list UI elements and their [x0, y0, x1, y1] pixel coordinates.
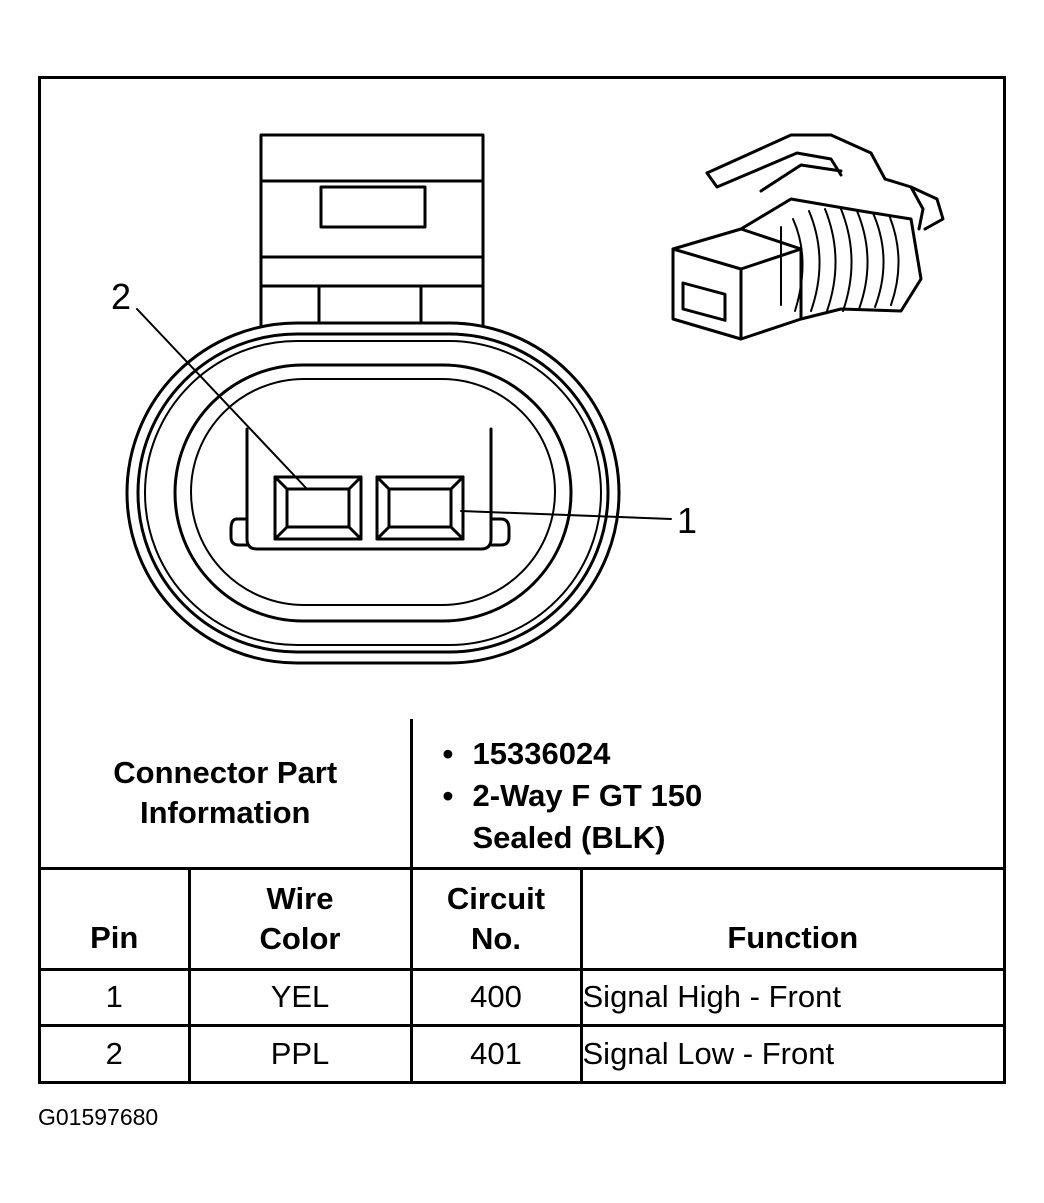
header-circuit-no: Circuit No.	[409, 870, 583, 971]
circuit-no-cell: 400	[409, 967, 583, 1027]
wire-color-cell: PPL	[187, 1023, 413, 1081]
connector-part-information-label: Connector Part Information	[41, 719, 413, 870]
pin-cell: 1	[41, 967, 191, 1027]
table-row: 2 PPL 401 Signal Low - Front	[41, 1023, 1003, 1081]
diagram-frame: 2 1 Connector Part Information 15336024 …	[38, 76, 1006, 1084]
terminal-2	[273, 475, 363, 541]
table-row: 1 YEL 400 Signal High - Front	[41, 967, 1003, 1027]
connector-part-information-table: Connector Part Information 15336024 2-Wa…	[41, 719, 1003, 870]
connector-description: 2-Way F GT 150 Sealed (BLK)	[443, 775, 763, 859]
leader-line-pin-2	[136, 308, 308, 490]
connector-isometric-view	[671, 133, 945, 341]
connector-drawing-area: 2 1	[41, 79, 1003, 719]
pin-cell: 2	[41, 1023, 191, 1081]
circuit-no-cell: 401	[409, 1023, 583, 1081]
connector-housing	[125, 321, 621, 665]
leader-line-pin-1	[460, 510, 672, 520]
figure-id: G01597680	[38, 1104, 159, 1130]
terminal-1	[375, 475, 465, 541]
part-number: 15336024	[443, 733, 1004, 775]
header-function: Function	[579, 870, 1003, 971]
locking-tab	[259, 133, 485, 337]
header-wire-color: Wire Color	[187, 870, 413, 971]
wire-color-cell: YEL	[187, 967, 413, 1027]
connector-face-illustration	[125, 133, 945, 665]
callout-pin-2: 2	[111, 276, 132, 317]
function-cell: Signal High - Front	[579, 967, 1003, 1027]
function-cell: Signal Low - Front	[579, 1023, 1003, 1081]
callout-pin-1: 1	[677, 500, 698, 541]
pin-assignment-table: Pin Wire Color Circuit No. Function 1 YE…	[41, 870, 1003, 1081]
terminal-cavity	[229, 427, 511, 551]
connector-part-information-values: 15336024 2-Way F GT 150 Sealed (BLK)	[409, 719, 1004, 870]
header-pin: Pin	[41, 870, 191, 971]
